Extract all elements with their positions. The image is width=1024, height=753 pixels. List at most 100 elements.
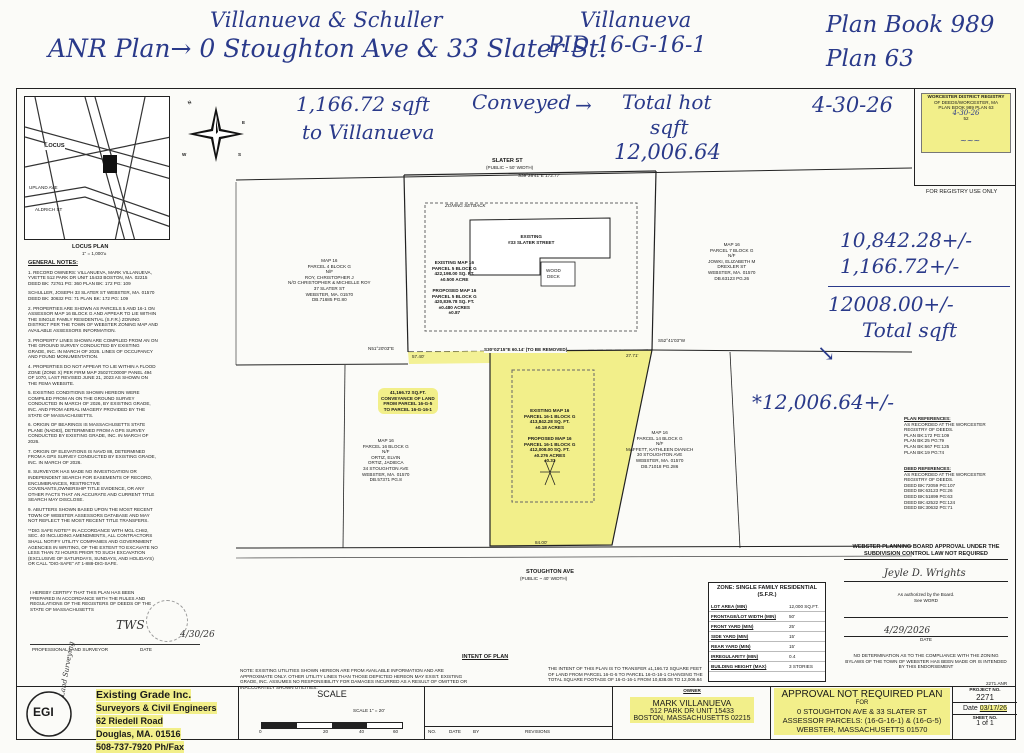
- intent-text: THE INTENT OF THIS PLAN IS TO TRANSFER ±…: [548, 666, 703, 683]
- handwritten-conveyed: Conveyed: [472, 90, 572, 114]
- registry-stamp-line: PLAN BOOK 989 PLAN 63: [938, 105, 994, 111]
- slater-street-label: SLATER ST: [492, 158, 523, 164]
- general-note: SCHULLER, JOSEPH 33 SLATER ST WEBSTER, M…: [28, 290, 155, 301]
- conveyance-strip: [408, 351, 490, 364]
- handwritten-pid: PID 16-G-16-1: [548, 33, 707, 58]
- handwritten-total-lot-value: 12,006.64: [614, 140, 721, 164]
- approval-title: WEBSTER PLANNING BOARD APPROVAL UNDER TH…: [844, 544, 1008, 561]
- removed-lot-line-label: S30°02'15"E 60.14' (TO BE REMOVED): [484, 347, 568, 353]
- certification-date-label: DATE: [140, 647, 152, 652]
- plan-address: 0 STOUGHTON AVE & 33 SLATER ST: [797, 707, 927, 716]
- upper-parcel-label: EXISTING MAP 16 PARCEL 5 BLOCK G 422,198…: [432, 260, 477, 316]
- owner-address-1: 512 PARK DR UNIT 15433: [650, 707, 734, 715]
- handwritten-total-sqft: Total sqft: [862, 318, 958, 342]
- sheet-label: SHEET NO.: [953, 713, 1017, 721]
- scale-title: SCALE: [317, 689, 347, 699]
- bearing-left: N51°20'03"E: [368, 346, 395, 351]
- plan-for: FOR: [855, 700, 869, 706]
- registry-signature: ~~~: [960, 136, 981, 145]
- house-label: EXISTING #33 SLATER STREET: [508, 234, 555, 245]
- deed-reference: DEED BK:30632 PG:71: [904, 505, 953, 511]
- bearing-right: S52°41'03"W: [658, 338, 686, 343]
- surveyor-label: PROFESSIONAL LAND SURVEYOR: [32, 647, 109, 652]
- lot-top-line: [403, 170, 657, 176]
- plan-reference: PLAN BK:172 PG:109: [904, 432, 950, 438]
- handwritten-pid-owner: Villanueva: [580, 8, 692, 32]
- upper-parcel-right: [651, 170, 657, 351]
- approval-authorized: As authorized by the Board.: [897, 592, 955, 598]
- surveyor-seal-icon: [146, 600, 188, 642]
- locus-street-label: UPLAND AVE: [29, 185, 58, 190]
- firm-subtitle: Surveyors & Civil Engineers: [96, 702, 217, 714]
- revisions-block: NO. DATE BY REVISIONS: [424, 686, 613, 740]
- wood-deck: [540, 261, 576, 287]
- dim-top: S39°26'41"E 172.77': [518, 173, 561, 178]
- handwritten-date: 4-30-26: [812, 93, 893, 117]
- surveyor-signature: TWS: [116, 618, 145, 632]
- owner-block: OWNER MARK VILLANUEVA 512 PARK DR UNIT 1…: [612, 686, 771, 740]
- locus-caption: LOCUS PLAN: [72, 244, 109, 250]
- general-note: 2. PROPERTIES ARE SHOWN AS PARCELS 5 AND…: [28, 305, 158, 333]
- abutter-upper-left: MAP 16 PARCEL 4 BLOCK G N/F ROY, CHRISTO…: [288, 258, 371, 303]
- plan-reference: PLAN BK:667 PG:125: [904, 443, 950, 449]
- deed-references: DEED REFERENCES: AS RECORDED AT THE WORC…: [904, 466, 996, 511]
- zone-table-grid: LOT AREA (MIN)12,000 SQ.FT. FRONTAGE/LOT…: [709, 602, 825, 673]
- plan-references: PLAN REFERENCES: AS RECORDED AT THE WORC…: [904, 416, 996, 455]
- handwritten-calc-1: 10,842.28+/-: [840, 228, 973, 252]
- handwritten-sum-line: [828, 286, 1010, 287]
- project-block: PROJECT NO. 2271 Date 03/17/26 SHEET NO.…: [952, 686, 1017, 740]
- deed-reference: DEED BK:63123 PG:26: [904, 488, 953, 494]
- zone-table-title: ZONE: SINGLE FAMILY RESIDENTIAL (S.F.R.): [716, 585, 818, 598]
- general-note: 4. PROPERTIES DO NOT APPEAR TO LIE WITHI…: [28, 363, 156, 386]
- deck-label: WOOD DECK: [546, 268, 561, 279]
- owner-name: MARK VILLANUEVA: [652, 697, 732, 708]
- table-row: FRONT YARD (MIN)25': [709, 621, 825, 633]
- general-note: **DIG SAFE NOTE** IN ACCORDANCE WITH MGL…: [28, 527, 158, 567]
- firm-info: Existing Grade Inc. Surveyors & Civil En…: [96, 688, 236, 753]
- locus-map: LOCUS UPLAND AVE ALDRICH ST: [24, 96, 170, 240]
- plan-references-title: PLAN REFERENCES:: [904, 416, 951, 421]
- project-label: PROJECT NO.: [969, 687, 1001, 692]
- scale-block: SCALE SCALE 1" = 20' 0 20 40 60: [238, 686, 425, 740]
- locus-label: LOCUS: [45, 143, 65, 150]
- compass-s: S: [238, 152, 242, 157]
- registry-stamp-line: OF DEEDS/WORCESTER, MA: [933, 99, 999, 105]
- approval-note: NO DETERMINATION AS TO THE COMPLIANCE WI…: [845, 652, 1007, 670]
- north-arrow-icon: N E S W: [182, 100, 246, 164]
- table-row: REAR YARD (MIN)15': [709, 641, 825, 653]
- deed-references-intro: AS RECORDED AT THE WORCESTER REGISTRY OF…: [904, 471, 986, 483]
- handwritten-plan-book: Plan Book 989: [826, 12, 995, 38]
- handwritten-calc-3: 12008.00+/-: [828, 292, 954, 316]
- general-note: 3. PROPERTY LINES SHOWN ARE COMPILED FRO…: [28, 337, 158, 360]
- handwritten-owners: Villanueva & Schuller: [210, 8, 443, 32]
- registry-stamp-date: 4-30-26: [952, 108, 980, 117]
- scale-tick: 0: [259, 729, 262, 734]
- abutter-lower-right: MAP 16 PARCEL 14 BLOCK G N/F MAFFETT, KA…: [626, 430, 694, 469]
- deed-references-title: DEED REFERENCES:: [904, 466, 951, 471]
- slater-street-line: [235, 167, 913, 181]
- slater-street-width: (PUBLIC ~ 50' WIDTH): [486, 165, 534, 170]
- locus-streets-svg: [25, 97, 169, 239]
- firm-name: Existing Grade Inc.: [96, 689, 192, 701]
- handwritten-total-lot-label: Total hot: [622, 90, 712, 114]
- registry-stamp: WORCESTER DISTRICT REGISTRY OF DEEDS/WOR…: [921, 93, 1011, 153]
- handwritten-conveyed-area: 1,166.72 sqft: [296, 92, 430, 116]
- handwritten-calc-2: 1,166.72+/-: [840, 254, 960, 278]
- lower-parcel-label: EXISTING MAP 16 PARCEL 16-1 BLOCK G 413,…: [524, 408, 576, 464]
- general-note: 1. RECORD OWNERS: VILLANUEVA, MARK VILLA…: [28, 269, 152, 286]
- handwritten-total-lot-sqft: sqft: [650, 115, 689, 139]
- approval-see-word: See WORD: [914, 597, 938, 603]
- handwritten-plan-number: Plan 63: [826, 46, 914, 72]
- firm-logo-text: EGI: [33, 705, 54, 719]
- rev-header: REVISIONS: [525, 729, 551, 734]
- dim-bottom: 84.00': [535, 540, 548, 545]
- plan-town: WEBSTER, MASSACHUSETTS 01570: [796, 725, 928, 734]
- table-row: BUILDING HEIGHT (MAX)3 STORIES: [709, 661, 825, 673]
- certification-date-handwritten: 4/30/26: [180, 630, 215, 640]
- arrow-right-icon: →: [575, 93, 592, 117]
- sheet-value: 1 of 1: [976, 720, 994, 728]
- approval-date: 4/29/2026: [884, 626, 931, 637]
- lower-setback-line: [511, 369, 595, 503]
- handwritten-plan-title: ANR Plan→ 0 Stoughton Ave & 33 Slater St…: [48, 34, 607, 63]
- conveyance-label: 41,166.72 SQ.FT. CONVEYANCE OF LAND FROM…: [378, 388, 438, 415]
